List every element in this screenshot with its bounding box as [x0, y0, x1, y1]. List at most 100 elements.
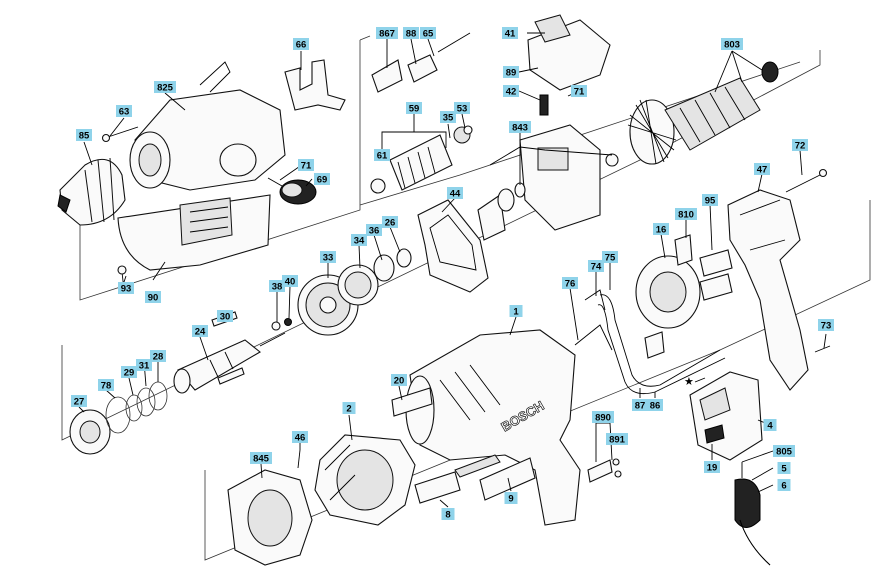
- part-label-16: 16: [653, 223, 669, 235]
- part-label-box: [116, 105, 132, 117]
- part-label-box: [217, 310, 233, 322]
- part-number-text: 8: [445, 509, 450, 520]
- part-number-text: 35: [443, 112, 454, 123]
- part-label-box: [403, 27, 419, 39]
- part-number-text: 59: [409, 103, 420, 114]
- part-label-5: 5: [777, 462, 791, 474]
- part-label-box: [606, 433, 628, 445]
- part-label-61: 61: [374, 149, 390, 161]
- part-label-box: [502, 27, 518, 39]
- part-label-810: 810: [675, 208, 697, 220]
- part-label-36: 36: [366, 224, 382, 236]
- part-label-9: 9: [504, 492, 518, 504]
- part-number-text: 26: [385, 217, 396, 228]
- part-label-66: 66: [293, 38, 309, 50]
- part-number-text: 38: [272, 281, 283, 292]
- part-label-box: [376, 27, 398, 39]
- screws: [101, 126, 831, 469]
- part-label-843: 843: [509, 121, 531, 133]
- part-number-text: 810: [678, 209, 694, 220]
- handle-shell-part: [727, 189, 809, 391]
- part-label-box: [777, 462, 791, 474]
- part-label-93: 93: [118, 282, 134, 294]
- fan-guide-part: [227, 469, 313, 566]
- part-label-86: 86: [647, 399, 663, 411]
- power-cord-part: [734, 462, 771, 566]
- part-number-text: 40: [285, 276, 296, 287]
- part-number-text: 30: [220, 311, 231, 322]
- part-label-2: 2: [342, 402, 356, 414]
- part-number-text: 85: [79, 130, 90, 141]
- part-number-text: 75: [605, 252, 616, 263]
- part-number-text: 27: [74, 396, 85, 407]
- part-label-box: [509, 305, 523, 317]
- part-label-34: 34: [351, 234, 367, 246]
- part-number-text: 74: [591, 261, 602, 272]
- mode-knob-part: [267, 177, 317, 205]
- part-label-box: [366, 224, 382, 236]
- part-label-71a: 71: [571, 85, 587, 97]
- part-label-box: [136, 359, 152, 371]
- part-label-box: [773, 445, 795, 457]
- part-number-text: 2: [346, 403, 351, 414]
- part-label-box: [293, 38, 309, 50]
- part-label-6: 6: [777, 479, 791, 491]
- part-label-95: 95: [702, 194, 718, 206]
- part-label-box: [503, 85, 519, 97]
- part-number-text: 76: [565, 278, 576, 289]
- part-label-890: 890: [592, 411, 614, 423]
- part-label-69: 69: [314, 173, 330, 185]
- part-number-text: 88: [406, 28, 417, 39]
- part-label-box: [503, 66, 519, 78]
- part-number-text: 46: [295, 432, 306, 443]
- part-number-text: 28: [153, 351, 164, 362]
- spindle-part: [173, 311, 292, 394]
- part-number-text: 73: [821, 320, 832, 331]
- part-number-text: 20: [394, 375, 405, 386]
- part-number-text: 71: [301, 160, 312, 171]
- part-label-box: [391, 374, 407, 386]
- star-symbol: ★: [684, 375, 694, 388]
- part-label-26: 26: [382, 216, 398, 228]
- part-label-20: 20: [391, 374, 407, 386]
- part-label-88: 88: [403, 27, 419, 39]
- part-label-box: [592, 411, 614, 423]
- part-label-box: [150, 350, 166, 362]
- part-label-box: [818, 319, 834, 331]
- part-label-box: [763, 419, 777, 431]
- part-label-box: [777, 479, 791, 491]
- part-number-text: 24: [195, 326, 206, 337]
- part-label-74: 74: [588, 260, 604, 272]
- part-label-box: [118, 282, 134, 294]
- part-label-35: 35: [440, 111, 456, 123]
- part-label-90: 90: [145, 291, 161, 303]
- part-label-box: [702, 194, 718, 206]
- part-label-box: [314, 173, 330, 185]
- intermediate-shaft-part: [370, 125, 473, 194]
- part-number-text: 66: [296, 39, 307, 50]
- brush-holder-part: [635, 234, 733, 359]
- part-number-text: 34: [354, 235, 365, 246]
- gear-housing-part: [129, 61, 286, 191]
- part-label-891: 891: [606, 433, 628, 445]
- part-label-78: 78: [98, 379, 114, 391]
- part-label-box: [98, 379, 114, 391]
- trigger-switch-part: ★: [684, 371, 763, 461]
- part-number-text: 843: [512, 122, 528, 133]
- part-label-1: 1: [509, 305, 523, 317]
- gasket-part: [417, 199, 489, 293]
- motor-bracket-part: [477, 124, 601, 241]
- part-label-46: 46: [292, 431, 308, 443]
- part-number-text: 31: [139, 360, 150, 371]
- part-number-text: 61: [377, 150, 388, 161]
- part-label-box: [282, 275, 298, 287]
- part-label-825: 825: [154, 81, 176, 93]
- part-label-19: 19: [704, 461, 720, 473]
- part-label-box: [721, 38, 743, 50]
- part-number-text: 78: [101, 380, 112, 391]
- part-label-44: 44: [447, 187, 463, 199]
- part-number-text: 891: [609, 434, 626, 445]
- part-label-box: [647, 399, 663, 411]
